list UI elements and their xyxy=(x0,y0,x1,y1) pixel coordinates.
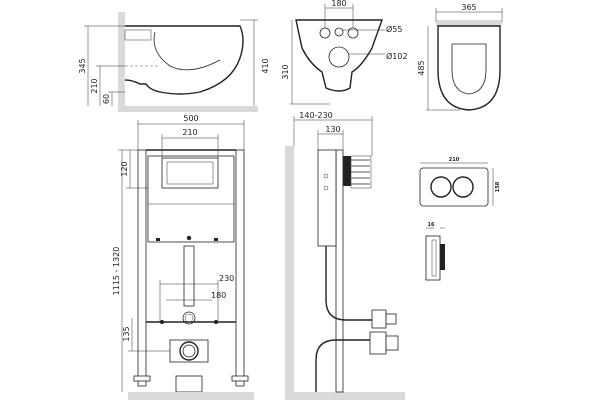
dim-1115-1320: 1115 - 1320 xyxy=(112,247,121,296)
plate-side-frame xyxy=(431,239,437,277)
dim-500: 500 xyxy=(183,114,198,123)
foot-right xyxy=(231,375,249,382)
drain-outlet xyxy=(179,341,199,361)
actuator-housing xyxy=(350,155,372,189)
bolt-right xyxy=(214,320,218,324)
inlet-hole-55 xyxy=(334,27,344,37)
flush-plate-front: 210 158 xyxy=(419,157,501,207)
bolt-hole-right xyxy=(347,27,359,39)
bolt-hole-left xyxy=(319,27,331,39)
plate-side-mount xyxy=(425,235,441,281)
frame-left-upright xyxy=(137,149,147,387)
service-opening-inner xyxy=(166,161,214,185)
frame-side-view: 140-230 130 xyxy=(285,111,405,400)
bolt-left xyxy=(160,320,164,324)
flush-plate-body xyxy=(419,167,489,207)
side-floor-section xyxy=(285,392,405,400)
floor-section xyxy=(118,106,258,112)
cistern-clip-left xyxy=(156,238,160,241)
side-upright xyxy=(335,149,344,393)
dim-230: 230 xyxy=(219,274,234,283)
dim-365: 365 xyxy=(461,3,476,12)
dim-140-230: 140-230 xyxy=(299,111,332,120)
dim-345: 345 xyxy=(78,58,87,73)
dim-120: 120 xyxy=(120,161,129,176)
flush-button-large xyxy=(430,176,452,198)
dim-plate-16: 16 xyxy=(428,222,435,228)
dim-310: 310 xyxy=(281,64,290,79)
bowl-top-view: 365 485 xyxy=(417,3,503,111)
bowl-back-view: 180 310 Ø55 Ø102 xyxy=(281,0,408,105)
top-wall-section xyxy=(436,20,502,26)
frame-front-view: 500 210 120 1115 - 1320 230 180 135 xyxy=(112,114,254,400)
flush-plate-side: 16 xyxy=(425,222,445,281)
bowl-inner-profile xyxy=(153,31,221,71)
side-fitting-1 xyxy=(323,173,329,179)
cistern-valve xyxy=(186,235,192,241)
side-drain-connector-end xyxy=(385,335,399,351)
side-wall-section xyxy=(285,146,294,400)
dim-210: 210 xyxy=(90,78,99,93)
flush-pipe xyxy=(183,245,195,307)
side-cistern xyxy=(317,149,337,247)
foot-left xyxy=(133,375,151,382)
side-drain-pipe xyxy=(315,339,370,392)
dim-d55: Ø55 xyxy=(386,24,402,34)
service-opening xyxy=(161,157,219,189)
dim-130: 130 xyxy=(325,125,340,134)
bowl-top-inner xyxy=(451,43,487,95)
bowl-top-outline xyxy=(437,25,501,111)
plate-side-profile xyxy=(440,244,445,270)
bowl-profile xyxy=(124,25,244,95)
dim-410: 410 xyxy=(261,58,270,73)
dim-485: 485 xyxy=(417,60,426,75)
dim-180-front: 180 xyxy=(211,291,226,300)
drain-outlet-inner xyxy=(182,344,196,358)
outlet-hole-102 xyxy=(328,46,350,68)
flush-plate-side-edge xyxy=(343,156,351,186)
flush-outlet xyxy=(182,311,196,325)
dim-plate-210: 210 xyxy=(449,157,460,163)
cistern-clip-right xyxy=(214,238,218,241)
flush-button-small xyxy=(452,176,474,198)
drain-bracket xyxy=(169,339,209,363)
dim-135: 135 xyxy=(122,326,131,341)
frame-right-upright xyxy=(235,149,245,387)
side-flush-connector xyxy=(371,309,387,329)
bowl-side-view: 345 410 210 60 xyxy=(78,12,270,112)
side-fitting-2 xyxy=(323,185,329,191)
side-flush-pipe xyxy=(325,246,372,321)
flush-outlet-inner xyxy=(184,313,194,323)
dim-180: 180 xyxy=(331,0,346,8)
actuator-ribs xyxy=(351,159,370,185)
dim-plate-158: 158 xyxy=(495,181,501,192)
dim-d102: Ø102 xyxy=(386,51,408,61)
side-flush-connector-end xyxy=(385,313,397,325)
dim-210-front: 210 xyxy=(182,128,197,137)
dim-60: 60 xyxy=(102,94,111,104)
bowl-back-outline xyxy=(295,19,383,92)
cistern-body xyxy=(147,155,235,243)
front-floor-section xyxy=(128,392,254,400)
drain-spigot xyxy=(175,375,203,393)
side-drain-connector xyxy=(369,331,387,355)
wall-section xyxy=(118,12,125,112)
bowl-inlet xyxy=(124,29,152,41)
